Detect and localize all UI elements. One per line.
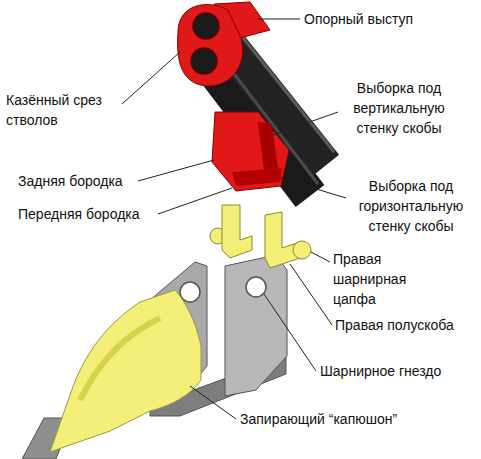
part-label: Выборка под вертикальную стенку скобы bbox=[340, 78, 458, 138]
leader-line bbox=[270, 112, 338, 136]
bore bbox=[193, 13, 219, 39]
receiver-right-plate bbox=[225, 255, 287, 396]
part-label: Запирающий “капюшон” bbox=[240, 409, 397, 429]
part-label: Опорный выступ bbox=[304, 9, 413, 29]
vertical-slot bbox=[258, 122, 278, 170]
part-label: Шарнирное гнездо bbox=[320, 361, 441, 381]
leader-line bbox=[138, 160, 214, 181]
leader-line bbox=[280, 178, 346, 198]
leader-line bbox=[290, 264, 332, 325]
under-lug bbox=[212, 112, 289, 191]
hinge-hole bbox=[180, 282, 200, 302]
leader-line bbox=[158, 188, 232, 214]
leader-line bbox=[190, 386, 236, 419]
left-half-bracket bbox=[222, 205, 252, 258]
hood-highlight bbox=[80, 318, 160, 400]
part-label: Правая полускоба bbox=[335, 315, 454, 335]
leader-line bbox=[258, 19, 300, 20]
bore bbox=[191, 48, 217, 74]
part-label: Задняя бородка bbox=[18, 171, 123, 191]
part-label: Правая шарнирная цапфа bbox=[333, 249, 449, 309]
right-half-bracket bbox=[265, 212, 300, 268]
part-label: Казённый срез стволов bbox=[6, 90, 118, 130]
leader-line bbox=[311, 252, 330, 262]
part-label: Выборка под горизонтальную стенку скобы bbox=[350, 176, 472, 236]
part-label: Передняя бородка bbox=[18, 204, 140, 224]
right-trunnion bbox=[293, 241, 311, 259]
breech-face bbox=[178, 5, 243, 86]
leader-line bbox=[122, 52, 180, 104]
hinge-socket bbox=[246, 277, 266, 297]
locking-hood bbox=[50, 290, 201, 452]
leader-line bbox=[264, 294, 316, 371]
horizontal-slot bbox=[232, 168, 282, 186]
